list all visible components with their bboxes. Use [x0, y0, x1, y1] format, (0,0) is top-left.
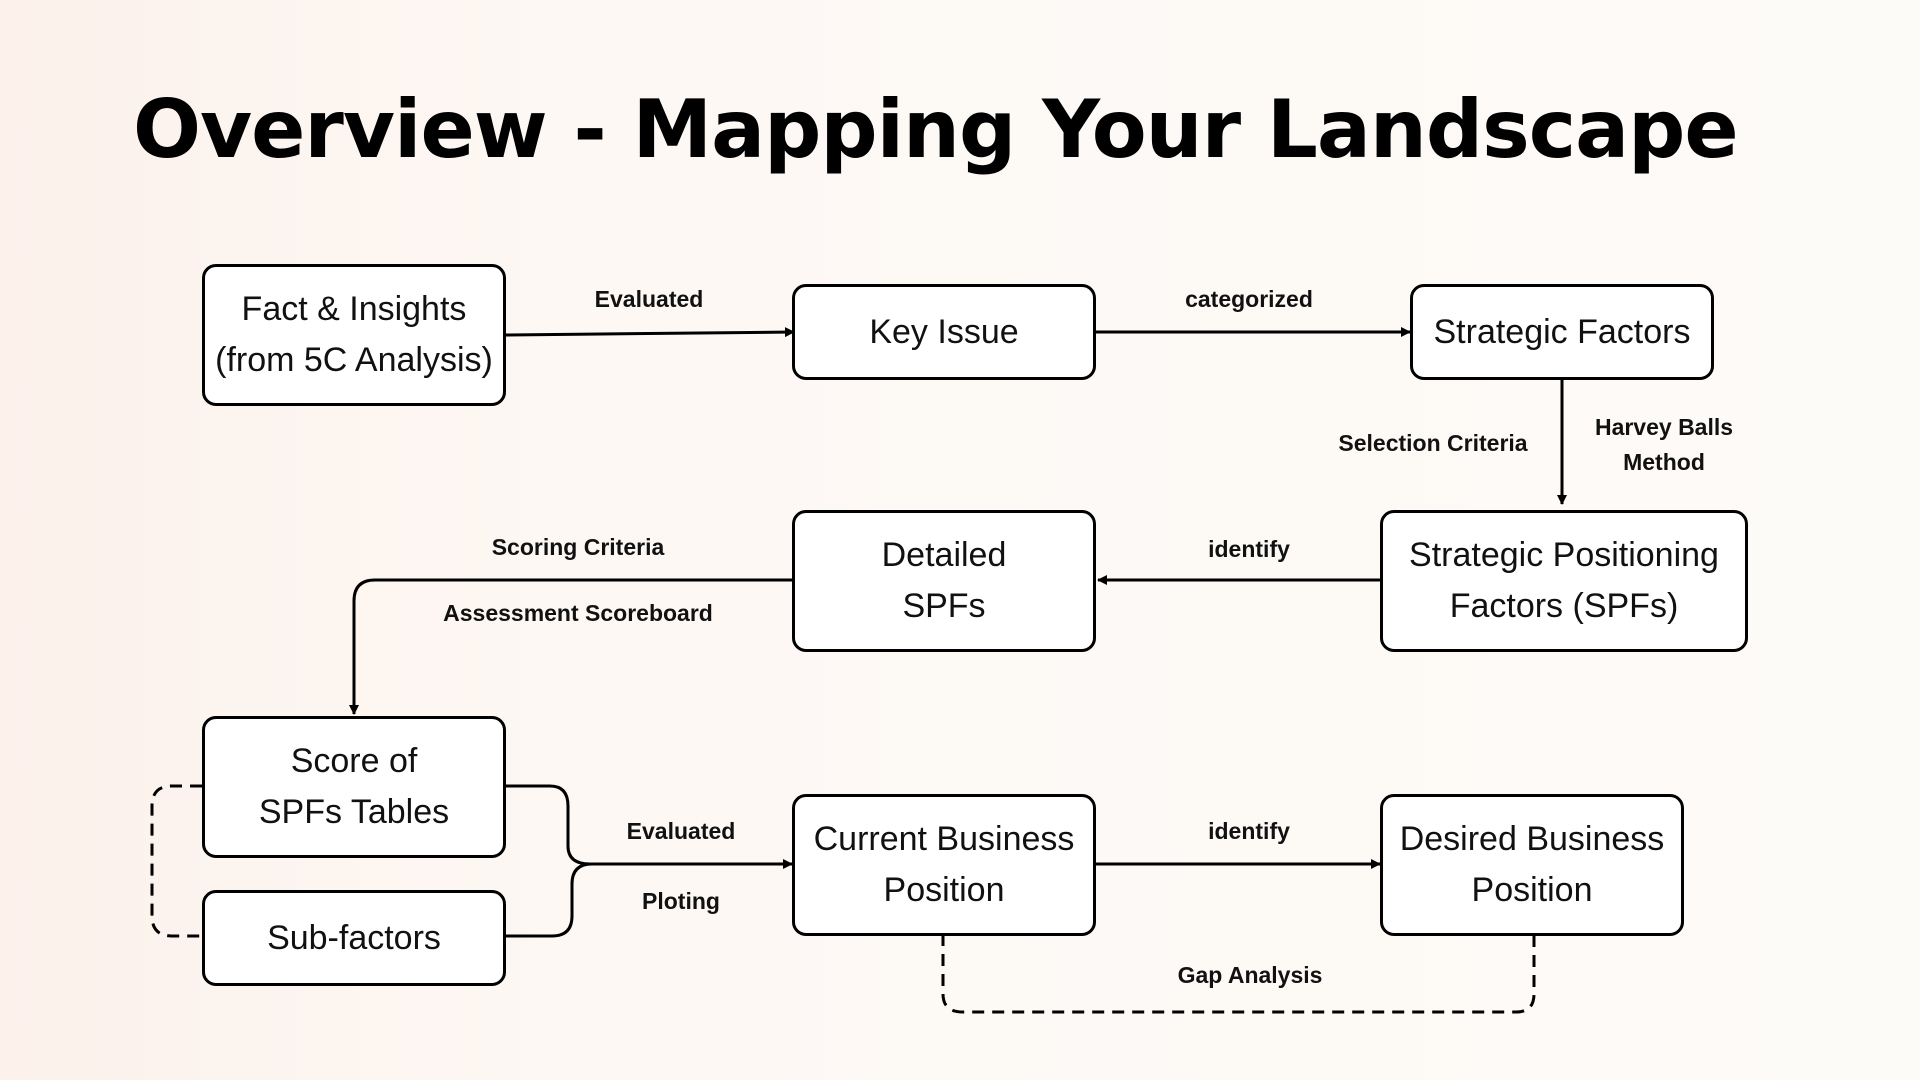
edge-gap-analysis-dashed [941, 934, 1536, 1014]
node-spf: Strategic Positioning Factors (SPFs) [1380, 510, 1748, 652]
node-key-issue: Key Issue [792, 284, 1096, 380]
node-fact-insights: Fact & Insights (from 5C Analysis) [202, 264, 506, 406]
node-current-position-label: Current Business Position [813, 820, 1075, 909]
edge-label-ploting: Ploting [642, 888, 720, 914]
page-title: Overview - Mapping Your Landscape [133, 83, 1739, 176]
edge-label-scoring-criteria: Scoring Criteria [491, 534, 665, 560]
edge-label-identify-1: identify [1208, 536, 1290, 562]
node-detailed-spfs-label: Detailed SPFs [881, 536, 1007, 625]
node-strategic-factors: Strategic Factors [1410, 284, 1714, 380]
node-desired-position: Desired Business Position [1380, 794, 1684, 936]
node-desired-position-label: Desired Business Position [1399, 820, 1665, 909]
edge-label-identify-2: identify [1208, 818, 1290, 844]
edge-sub-factors-branch [506, 862, 593, 938]
node-detailed-spfs: Detailed SPFs [792, 510, 1096, 652]
node-score-tables: Score of SPFs Tables [202, 716, 506, 858]
node-score-tables-label: Score of SPFs Tables [258, 742, 450, 831]
node-strategic-factors-label: Strategic Factors [1433, 312, 1691, 351]
edge-detailed-to-score-tables [349, 578, 792, 715]
node-fact-insights-label: Fact & Insights (from 5C Analysis) [215, 290, 493, 379]
edge-label-evaluated-2: Evaluated [626, 818, 736, 844]
edge-label-assessment-scoreboard: Assessment Scoreboard [443, 600, 713, 626]
edge-label-selection-criteria: Selection Criteria [1338, 430, 1528, 456]
edge-score-subfactor-dashed [150, 784, 202, 938]
node-sub-factors-label: Sub-factors [267, 918, 441, 957]
edge-label-harvey-balls: Harvey Balls Method [1594, 414, 1734, 475]
edge-label-gap-analysis: Gap Analysis [1177, 962, 1323, 988]
edge-label-categorized: categorized [1185, 286, 1313, 312]
node-spf-label: Strategic Positioning Factors (SPFs) [1409, 536, 1719, 625]
node-current-position: Current Business Position [792, 794, 1096, 936]
edge-label-evaluated-1: Evaluated [594, 286, 704, 312]
edge-score-tables-branch [506, 784, 591, 866]
node-sub-factors: Sub-factors [202, 890, 506, 986]
edge-fact-to-key-issue [505, 327, 795, 338]
node-key-issue-label: Key Issue [869, 312, 1019, 351]
